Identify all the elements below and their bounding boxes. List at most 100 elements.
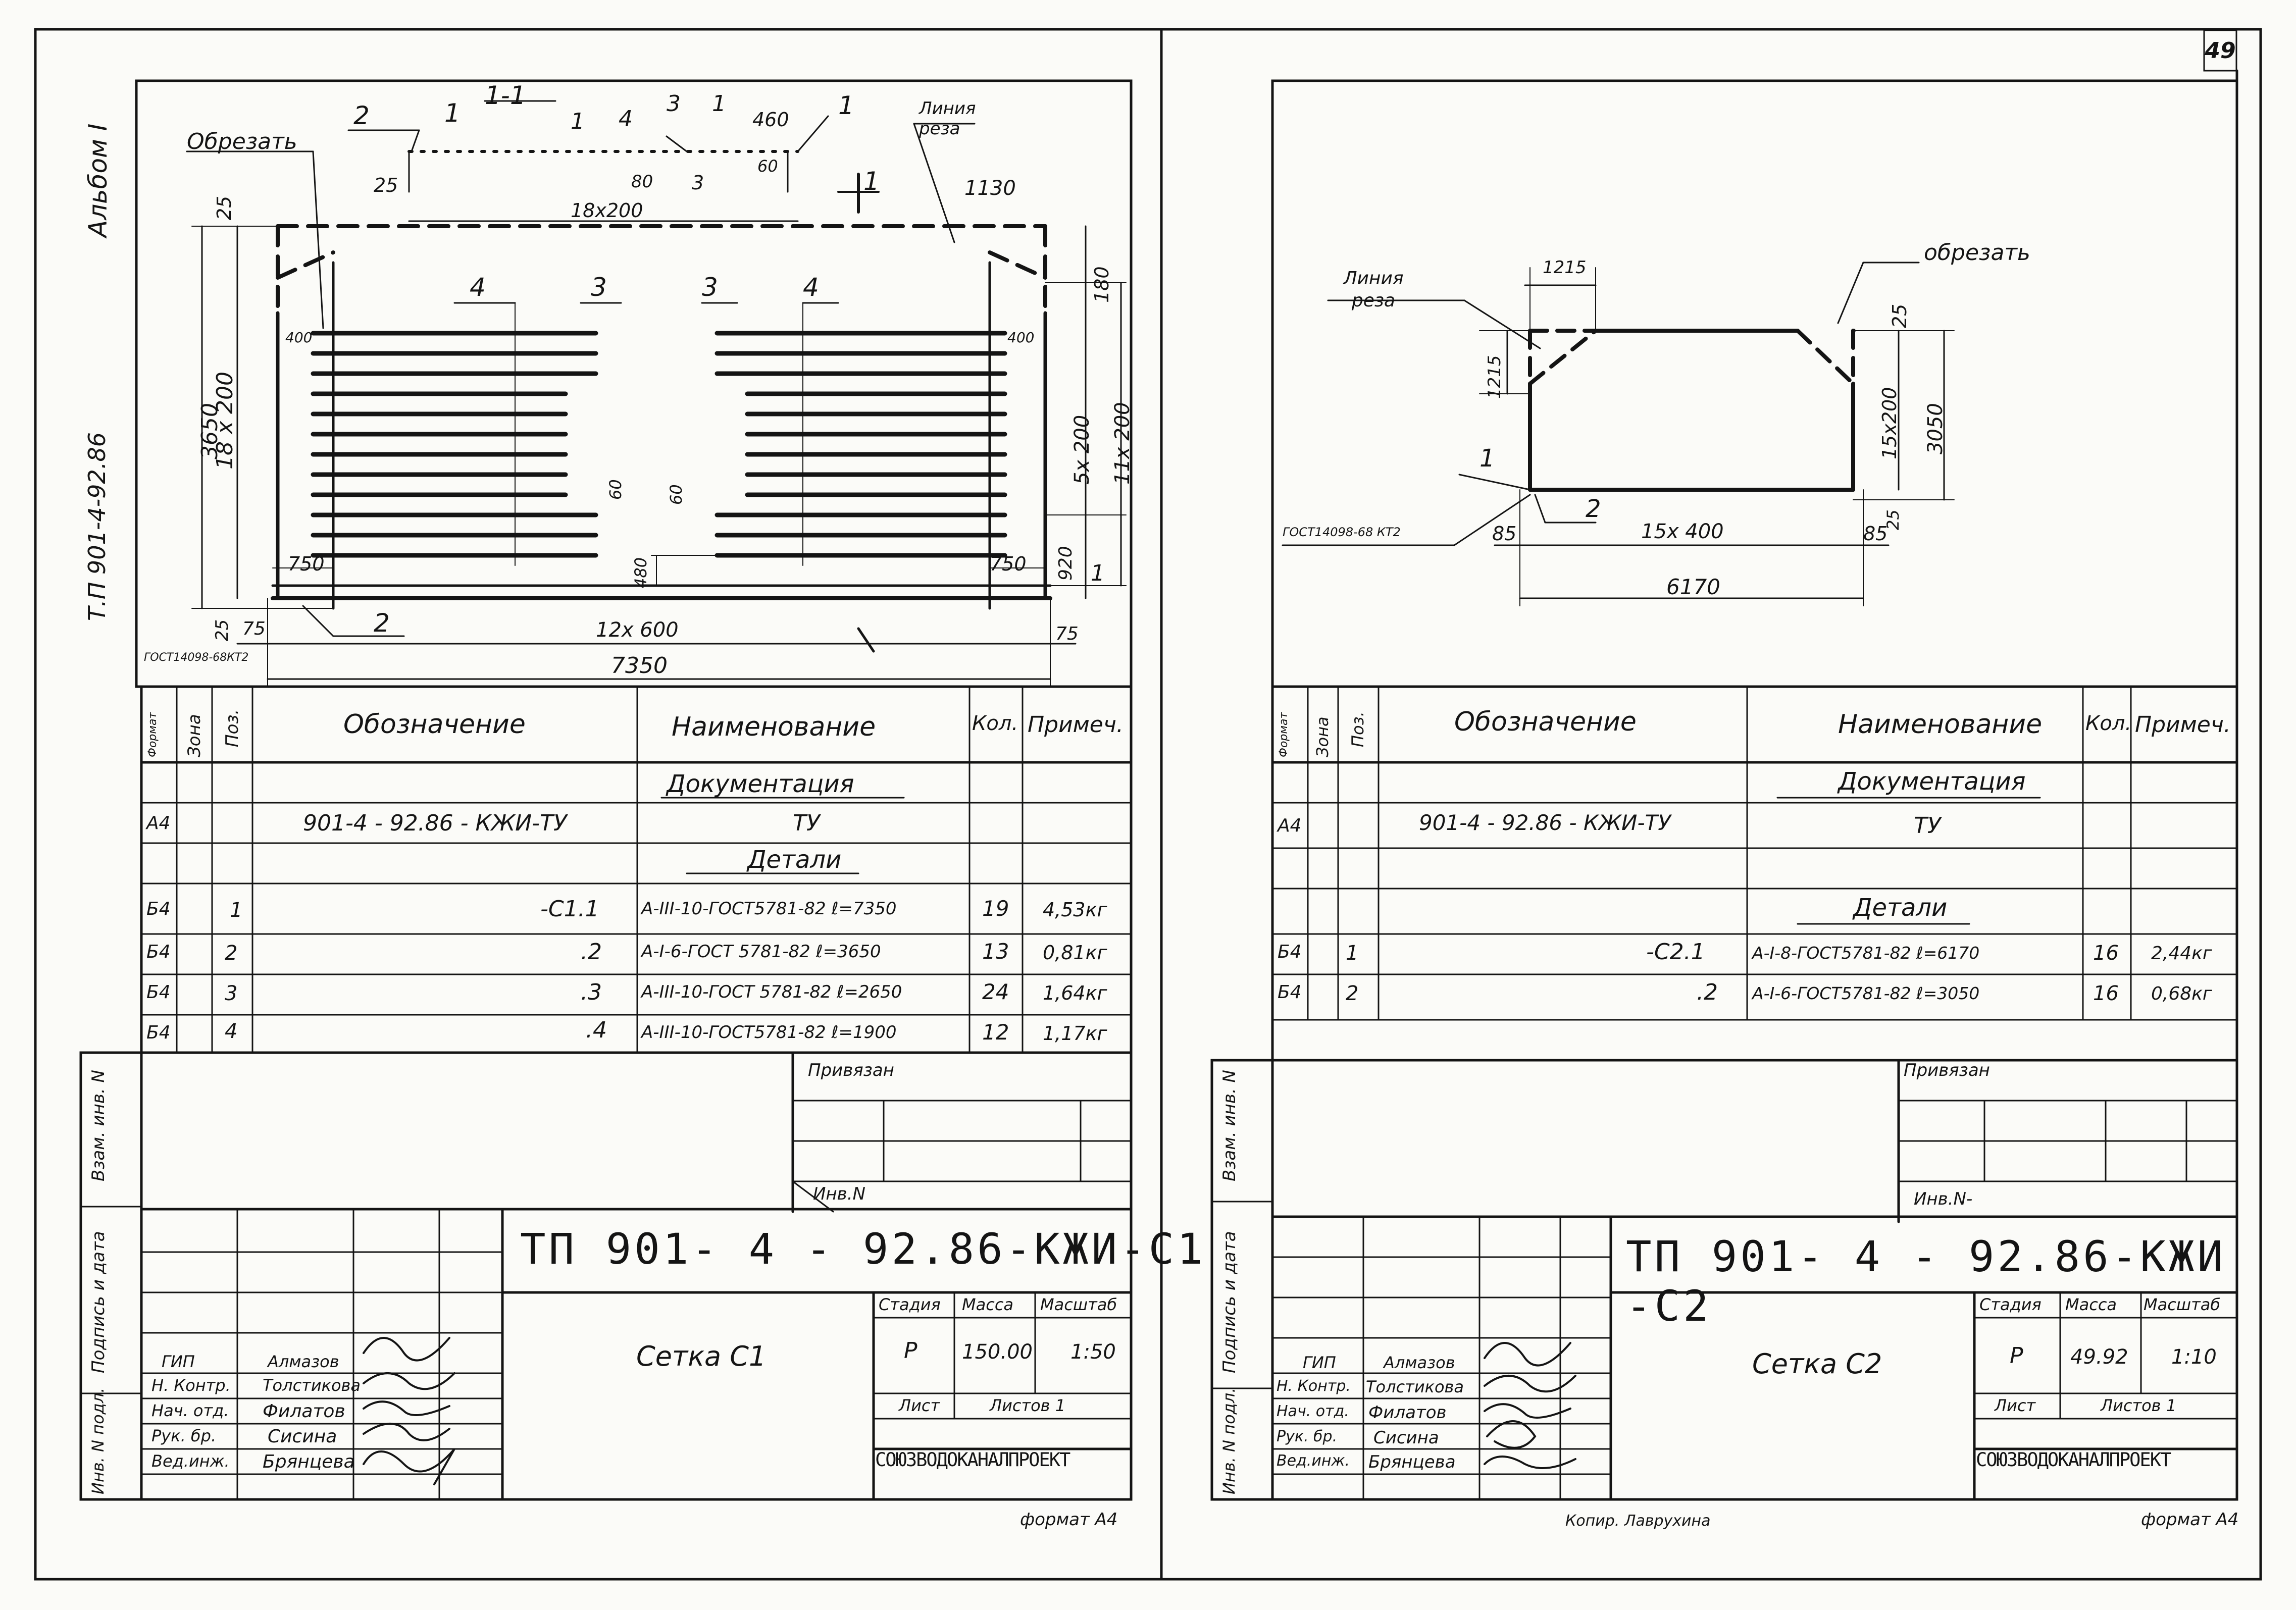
cut-line-note: Линия реза [919, 98, 976, 139]
stage-label: Стадия [1979, 1295, 2042, 1314]
callout-3-small: 3 [692, 172, 704, 194]
row-qty: 13 [982, 939, 1009, 964]
dim-25-top: 25 [1889, 303, 1911, 328]
callout-3-a: 3 [667, 91, 681, 117]
dim-6170: 6170 [1666, 575, 1720, 599]
dim-180: 180 [1091, 266, 1113, 303]
tied-label: Привязан [808, 1060, 894, 1080]
callout-4-right: 4 [803, 273, 819, 302]
header-designation: Обозначение [1454, 707, 1637, 737]
name-team-lead: Сисина [1373, 1428, 1439, 1448]
dim-460: 460 [752, 109, 789, 131]
name-lead-eng: Брянцева [1368, 1452, 1456, 1472]
drawing-name: Сетка С1 [636, 1340, 767, 1372]
dim-15x400: 15х 400 [1641, 520, 1724, 543]
section-marker: 1 [863, 167, 880, 196]
dim-1130: 1130 [964, 177, 1016, 200]
side-label-inv-orig: Инв. N подл. [1219, 1387, 1239, 1494]
dim-75-left: 75 [242, 618, 266, 639]
row-pos: 4 [225, 1020, 238, 1043]
dim-60: 60 [757, 157, 778, 176]
row-designation: -С1.1 [540, 896, 599, 922]
row-designation: .4 [586, 1017, 607, 1043]
organization: СОЮЗВОДОКАНАЛПРОЕКТ [1976, 1449, 2171, 1471]
row-note: 0,81кг [1043, 942, 1107, 964]
callout-1-c: 1 [838, 91, 854, 120]
callout-4-left: 4 [470, 273, 486, 302]
row-note: 4,53кг [1043, 899, 1107, 921]
dim-25-left: 25 [213, 195, 236, 221]
row-format: Б4 [146, 982, 171, 1003]
project-code-vertical: Т.П 901-4-92.86 [83, 432, 111, 621]
callout-1-b: 1 [712, 91, 726, 117]
side-label-signature: Подпись и дата [1219, 1231, 1240, 1373]
row-qty: 16 [2093, 982, 2119, 1005]
row-pos: 2 [225, 942, 238, 965]
callout-2-bottom: 2 [374, 608, 390, 638]
dim-1215-side: 1215 [1485, 355, 1505, 399]
row-name: А-III-10-ГОСТ5781-82 ℓ=7350 [641, 899, 897, 919]
row-pos: 3 [225, 982, 238, 1005]
dim-25-bottom: 25 [212, 619, 232, 641]
dim-12x600: 12х 600 [596, 618, 679, 642]
stage-value: Р [904, 1338, 917, 1364]
drawing-title: ТП 901- 4 - 92.86-КЖИ-С1 [520, 1224, 1206, 1274]
row-note: 1,64кг [1043, 982, 1107, 1004]
row-pos: 1 [1346, 942, 1359, 965]
row-note: 2,44кг [2151, 943, 2212, 964]
row-name: А-III-10-ГОСТ 5781-82 ℓ=2650 [641, 982, 902, 1002]
callout-3-right: 3 [702, 273, 718, 302]
dim-85-right: 85 [1863, 523, 1888, 545]
scale-label: Масштаб [2144, 1295, 2221, 1314]
dim-11x200: 11х 200 [1111, 402, 1134, 485]
dim-25-top: 25 [374, 174, 398, 196]
doc-designation: 901-4 - 92.86 - КЖИ-ТУ [303, 810, 567, 836]
dim-60-b: 60 [667, 484, 686, 505]
sheet-label: Лист [899, 1396, 940, 1415]
sheets-label: Листов 1 [2101, 1396, 2177, 1415]
role-team-lead: Рук. бр. [151, 1426, 217, 1445]
row-name: А-III-10-ГОСТ5781-82 ℓ=1900 [641, 1022, 897, 1043]
drawing-name: Сетка С2 [1752, 1348, 1882, 1380]
mass-value: 150.00 [962, 1340, 1033, 1364]
dim-85-left: 85 [1492, 523, 1517, 545]
dim-480: 480 [631, 557, 650, 588]
dim-400-left: 400 [285, 329, 313, 346]
drawing-title: ТП 901- 4 - 92.86-КЖИ -С2 [1626, 1232, 2226, 1331]
row-name: А-I-6-ГОСТ 5781-82 ℓ=3650 [641, 942, 881, 962]
dim-7350: 7350 [611, 653, 668, 679]
row-designation: -С2.1 [1646, 939, 1705, 965]
inv-label: Инв.N- [1914, 1189, 1973, 1209]
role-team-lead: Рук. бр. [1277, 1428, 1338, 1445]
doc-name: ТУ [793, 810, 820, 836]
inv-label: Инв.N [813, 1184, 865, 1204]
scale-value: 1:10 [2171, 1345, 2217, 1369]
stage-label: Стадия [879, 1295, 941, 1314]
header-qty: Кол. [972, 712, 1018, 735]
doc-designation: 901-4 - 92.86 - КЖИ-ТУ [1419, 810, 1671, 835]
dim-400-right: 400 [1007, 329, 1035, 346]
row-format: Б4 [146, 899, 171, 919]
role-dept-head: Нач. отд. [1277, 1403, 1349, 1420]
cut-note: Обрезать [187, 129, 297, 154]
name-gip: Алмазов [268, 1352, 339, 1371]
organization: СОЮЗВОДОКАНАЛПРОЕКТ [875, 1449, 1070, 1471]
header-designation: Обозначение [343, 709, 526, 740]
stage-value: Р [2010, 1343, 2023, 1369]
mass-value: 49.92 [2070, 1345, 2128, 1369]
header-format: Формат [146, 712, 159, 757]
dim-1215-top: 1215 [1543, 257, 1587, 278]
header-name: Наименование [1838, 709, 2043, 740]
cut-note: обрезать [1924, 240, 2030, 266]
role-lead-eng: Вед.инж. [151, 1451, 230, 1471]
row-note: 1,17кг [1043, 1022, 1107, 1045]
name-gip: Алмазов [1384, 1353, 1455, 1372]
row-format: Б4 [1278, 982, 1302, 1003]
dim-18x200-v: 18 х 200 [212, 372, 238, 470]
doc-name: ТУ [1914, 813, 1941, 839]
header-format: Формат [1278, 712, 1290, 757]
side-label-replace: Взам. инв. N [88, 1070, 109, 1181]
format-note-left: формат А4 [1020, 1510, 1118, 1530]
callout-3-left: 3 [591, 273, 607, 302]
section-docs: Документация [1838, 767, 2026, 796]
